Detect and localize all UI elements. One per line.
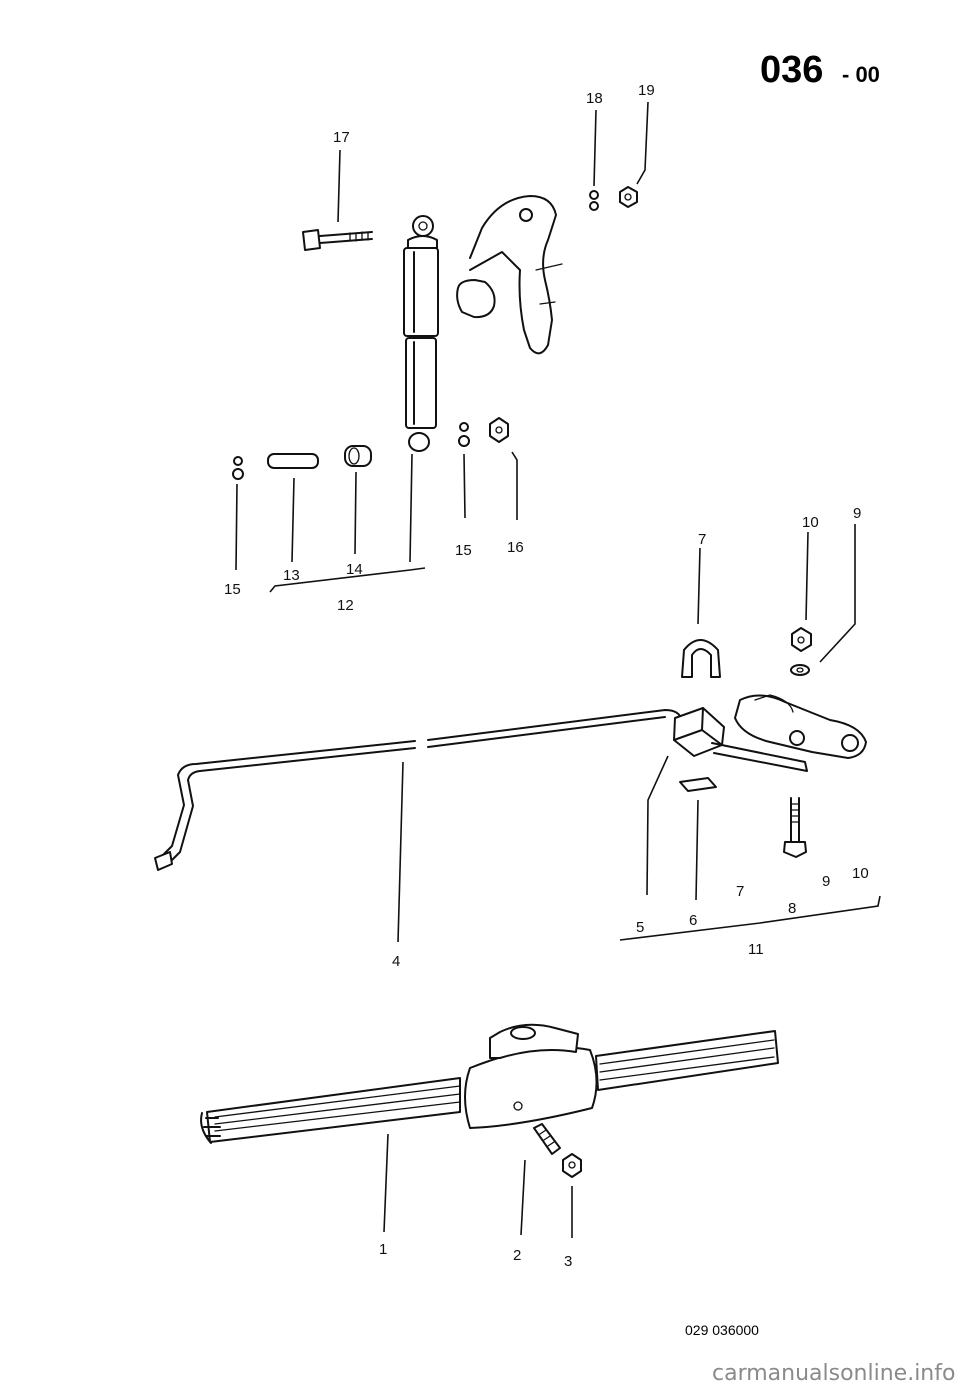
nut-16 [489, 417, 509, 443]
cotter-pin-15-right [458, 422, 470, 447]
screw-2 [533, 1123, 561, 1155]
leader-lines [235, 101, 881, 1238]
callout-10-bottom: 10 [852, 865, 869, 882]
callout-6: 6 [689, 912, 697, 929]
reference-number: 029 036000 [685, 1322, 759, 1338]
bushing-14 [344, 445, 372, 467]
washer-9 [790, 664, 810, 676]
nut-19 [619, 186, 638, 208]
callout-7-top: 7 [698, 531, 706, 548]
rubber-mount-5 [673, 707, 725, 757]
shock-absorber [403, 215, 439, 452]
pin-13 [267, 453, 319, 469]
watermark: carmanualsonline.info [712, 1361, 955, 1386]
callout-2: 2 [513, 1247, 521, 1264]
callout-14: 14 [346, 561, 363, 578]
torsion-tube-1 [200, 1023, 779, 1144]
nut-3 [562, 1153, 582, 1178]
callout-9-top: 9 [853, 505, 861, 522]
cotter-pin-15-left [232, 456, 244, 480]
cotter-pin-18 [589, 190, 599, 211]
callout-17: 17 [333, 129, 350, 146]
page-code: 036 [760, 49, 823, 91]
callout-18: 18 [586, 90, 603, 107]
callout-15-left: 15 [224, 581, 241, 598]
callout-12: 12 [337, 597, 354, 614]
callout-11: 11 [748, 941, 764, 958]
callout-8: 8 [788, 900, 796, 917]
callout-15-right: 15 [455, 542, 472, 559]
callout-13: 13 [283, 567, 300, 584]
callout-19: 19 [638, 82, 655, 99]
stabilizer-bar-4 [154, 709, 681, 871]
link-arm [711, 694, 867, 772]
bolt-17 [302, 229, 373, 251]
page-suffix: - 00 [842, 62, 880, 87]
callout-4: 4 [392, 953, 400, 970]
clamp-7 [681, 639, 721, 678]
callout-1: 1 [379, 1241, 387, 1258]
callout-9-bottom: 9 [822, 873, 830, 890]
callout-16: 16 [507, 539, 524, 556]
callout-10-top: 10 [802, 514, 819, 531]
plate-6 [679, 777, 717, 792]
callout-3: 3 [564, 1253, 572, 1270]
nut-10 [791, 627, 812, 652]
callout-5: 5 [636, 919, 644, 936]
callout-7-bottom: 7 [736, 883, 744, 900]
mounting-bracket [456, 195, 563, 355]
bolt-8 [783, 797, 807, 858]
